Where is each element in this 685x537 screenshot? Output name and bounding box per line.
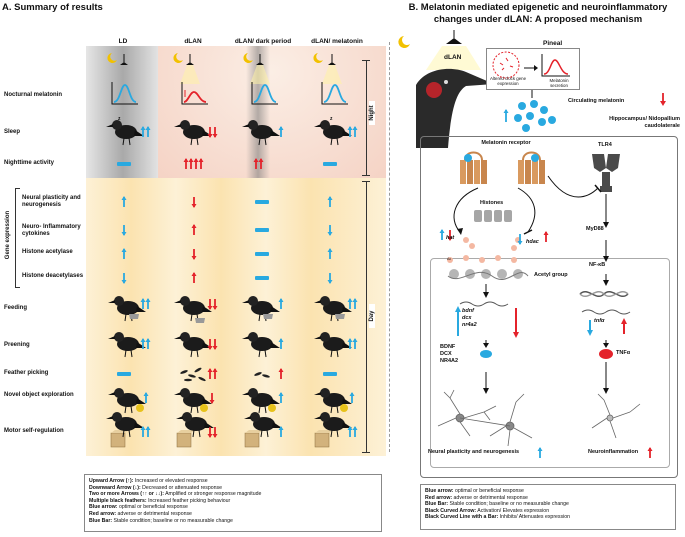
protein-dcx: DCX bbox=[440, 351, 452, 357]
night-line bbox=[366, 60, 367, 176]
row-label-nocturnal-melatonin: Nocturnal melatonin bbox=[4, 92, 63, 98]
row-label-feeding: Feeding bbox=[4, 305, 28, 311]
sleep-z-ld: z bbox=[118, 116, 121, 122]
row-label-histone-deacetylases: Histone deacetylases bbox=[22, 273, 84, 279]
panel-b-title: B. Melatonin mediated epigenetic and neu… bbox=[392, 2, 684, 26]
cell-boundary bbox=[420, 136, 678, 478]
legend-a-item: Red arrow: adverse or detrimental respon… bbox=[89, 510, 192, 517]
gene-expression-bracket bbox=[15, 188, 20, 288]
panel-b-title-line2: changes under dLAN: A proposed mechanism bbox=[433, 14, 643, 25]
nucleus-boundary bbox=[430, 258, 670, 468]
legend-b-item: Red arrow: adverse or detrimental respon… bbox=[425, 494, 528, 501]
circulating-melatonin-label: Circulating melatonin bbox=[568, 98, 625, 104]
day-line-cap-top bbox=[362, 181, 370, 182]
legend-b-item: Blue arrow: optimal or beneficial respon… bbox=[425, 488, 524, 494]
circulating-red-arrow bbox=[660, 93, 666, 106]
dlan-crow-illustration bbox=[398, 30, 494, 148]
panel-divider bbox=[389, 42, 390, 452]
myd88-label: MyD88 bbox=[586, 226, 604, 232]
legend-a-item: Multiple black feathers: Increased feath… bbox=[89, 497, 231, 504]
night-line-cap-top bbox=[362, 60, 370, 61]
panel-b-title-line1: B. Melatonin mediated epigenetic and neu… bbox=[408, 2, 668, 13]
row-label-histone-acetylase: Histone acetylase bbox=[22, 249, 73, 255]
legend-b-item: Black Curved Line with a Bar: Inhibits/ … bbox=[425, 514, 571, 521]
altered-clock-label: Altered clock gene expression bbox=[489, 76, 527, 86]
tnfa-protein-label: TNFα bbox=[616, 350, 631, 356]
row-label-feather-picking: Feather picking bbox=[4, 370, 49, 376]
melatonin-secretion-label: Melatonin secretion bbox=[549, 78, 569, 88]
column-header-dlan: dLAN bbox=[184, 38, 202, 45]
legend-a-item: Blue Bar: Stable condition; baseline or … bbox=[89, 517, 233, 524]
gene-list: bdnf dcx nr4a2 bbox=[462, 308, 477, 329]
row-label-neural-plasticity: Neural plasticity and neurogenesis bbox=[22, 195, 81, 208]
gene-bdnf: bdnf bbox=[462, 308, 474, 314]
ld-night-background bbox=[86, 46, 160, 178]
protein-nr4a2: NR4A2 bbox=[440, 358, 459, 364]
acetyl-group-label: Acetyl group bbox=[534, 272, 568, 278]
pineal-graphics bbox=[492, 51, 570, 79]
tlr4-label: TLR4 bbox=[598, 142, 612, 148]
legend-b-item: Blue Bar: Stable condition; baseline or … bbox=[425, 501, 569, 508]
sleep-z-melatonin: z bbox=[330, 116, 333, 122]
nfkb-label: NF-κB bbox=[589, 262, 606, 268]
day-line bbox=[366, 181, 367, 453]
legend-a-item: Two or more Arrows (↑↑ or ↓↓): Amplified… bbox=[89, 491, 262, 498]
column-header-ld: LD bbox=[118, 38, 128, 45]
gene-nr4a2: nr4a2 bbox=[462, 322, 477, 328]
day-line-cap-bottom bbox=[362, 452, 370, 453]
cell-pathway-graphics bbox=[437, 151, 653, 458]
night-line-cap-bottom bbox=[362, 175, 370, 176]
brain-region-label: Hippocampus/ Nidopallium caudolaterale bbox=[609, 116, 680, 129]
melatonin-receptor-label: Melatonin receptor bbox=[481, 140, 531, 146]
dlan-label: dLAN bbox=[444, 54, 462, 61]
row-label-preening: Preening bbox=[4, 342, 30, 348]
row-label-novel-object: Novel object exploration bbox=[4, 392, 74, 398]
legend-a-item: Upward Arrow (↑): Increased or elevated … bbox=[89, 478, 208, 484]
legend-a-item: Downward Arrow (↓): Decreased or attenua… bbox=[89, 484, 223, 491]
tnfa-gene-label: tnfα bbox=[594, 318, 605, 324]
neuroinflammation-label: Neuroinflammation bbox=[588, 449, 639, 455]
protein-bdnf: BDNF bbox=[440, 344, 456, 350]
row-label-neuroinflammatory: Neuro- Inflammatory cytokines bbox=[22, 224, 81, 237]
histones-label: Histones bbox=[480, 200, 504, 206]
hat-label: hat bbox=[446, 235, 455, 241]
neural-outcome-label: Neural plasticity and neurogenesis bbox=[428, 449, 520, 455]
panel-a-title: A. Summary of results bbox=[2, 2, 103, 13]
ac-label: Ac bbox=[447, 257, 452, 261]
column-header-dlan-dark: dLAN/ dark period bbox=[234, 38, 292, 45]
legend-b-item: Black Curved Arrow: Activation/ Elevates… bbox=[425, 507, 550, 514]
protein-list: BDNF DCX NR4A2 bbox=[440, 344, 458, 365]
gene-dcx: dcx bbox=[462, 315, 472, 321]
row-label-nighttime-activity: Nighttime activity bbox=[4, 160, 55, 166]
legend-a-item: Blue arrow: optimal or beneficial respon… bbox=[89, 504, 188, 511]
row-label-motor-self-regulation: Motor self-regulation bbox=[4, 428, 64, 434]
panel-a-legend: Upward Arrow (↑): Increased or elevated … bbox=[84, 474, 382, 532]
hdac-label: hdac bbox=[526, 239, 539, 245]
pineal-label: Pineal bbox=[543, 40, 563, 47]
panel-b-legend: Blue arrow: optimal or beneficial respon… bbox=[420, 484, 676, 530]
dlan-night-background bbox=[158, 46, 386, 178]
circulating-melatonin-dots bbox=[503, 90, 556, 132]
panel-a-graphics bbox=[105, 53, 359, 448]
row-label-sleep: Sleep bbox=[4, 129, 21, 135]
column-header-dlan-melatonin: dLAN/ melatonin bbox=[311, 38, 363, 45]
